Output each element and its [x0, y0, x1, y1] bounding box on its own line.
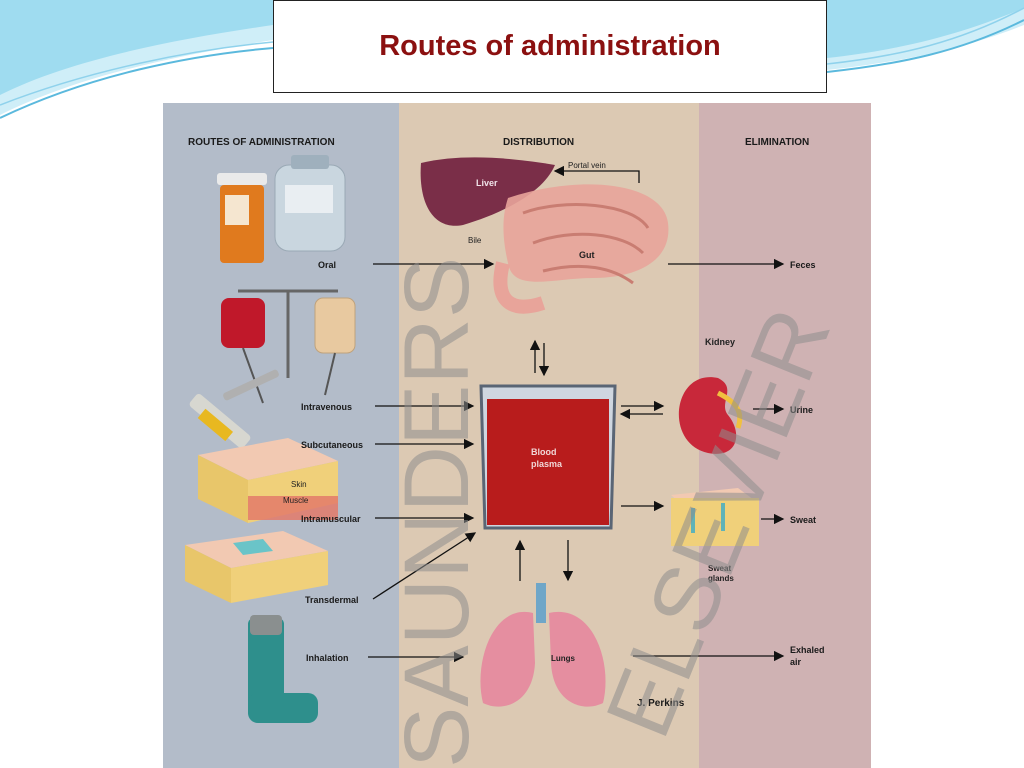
route-subcutaneous: Subcutaneous: [301, 440, 363, 450]
output-sweat: Sweat: [790, 515, 816, 525]
header-distribution: DISTRIBUTION: [503, 137, 574, 148]
muscle-label: Muscle: [283, 496, 309, 505]
skin-block-icon: Skin Muscle: [198, 438, 338, 523]
routes-diagram: ROUTES OF ADMINISTRATION DISTRIBUTION EL…: [163, 103, 871, 768]
sweat-gland-icon: Sweat glands: [671, 488, 759, 583]
liver-icon: Liver: [420, 157, 555, 226]
iv-bag-icon: [221, 289, 356, 404]
sweat-glands-label-1: Sweat: [708, 564, 731, 573]
transdermal-patch-icon: [185, 531, 328, 603]
syringe-icon: [189, 394, 251, 448]
gut-icon: Gut: [493, 184, 669, 314]
route-inhalation: Inhalation: [306, 653, 349, 663]
liver-label: Liver: [476, 178, 498, 188]
blood-beaker-icon: Blood plasma: [479, 384, 617, 530]
portal-label: Portal vein: [568, 161, 606, 170]
kidney-label: Kidney: [705, 337, 735, 347]
output-exhaled-2: air: [790, 657, 802, 667]
header-elimination: ELIMINATION: [745, 137, 809, 148]
blood-label: Blood: [531, 447, 557, 457]
title-box: Routes of administration: [273, 0, 827, 93]
bile-label: Bile: [468, 236, 482, 245]
pill-bottle-icon: [217, 155, 346, 263]
output-feces: Feces: [790, 260, 816, 270]
skin-label: Skin: [291, 480, 307, 489]
header-routes: ROUTES OF ADMINISTRATION: [188, 137, 335, 148]
output-urine: Urine: [790, 405, 813, 415]
lungs-icon: Lungs: [480, 583, 606, 707]
route-intravenous: Intravenous: [301, 402, 352, 412]
slide-title: Routes of administration: [379, 30, 721, 62]
inhaler-icon: [248, 615, 318, 723]
output-exhaled-1: Exhaled: [790, 645, 825, 655]
background-swoosh: [0, 0, 1024, 119]
portal-vein-line: [553, 165, 640, 183]
sweat-glands-label-2: glands: [708, 574, 734, 583]
artist-credit: J. Perkins: [637, 698, 685, 709]
route-intramuscular: Intramuscular: [301, 514, 361, 524]
route-transdermal: Transdermal: [305, 595, 359, 605]
plasma-label: plasma: [531, 459, 563, 469]
lungs-label: Lungs: [551, 654, 576, 663]
route-oral: Oral: [318, 260, 336, 270]
gut-label: Gut: [579, 250, 595, 260]
kidney-icon: Kidney: [678, 337, 743, 454]
watermark-saunders: SAUNDERS: [386, 257, 488, 768]
